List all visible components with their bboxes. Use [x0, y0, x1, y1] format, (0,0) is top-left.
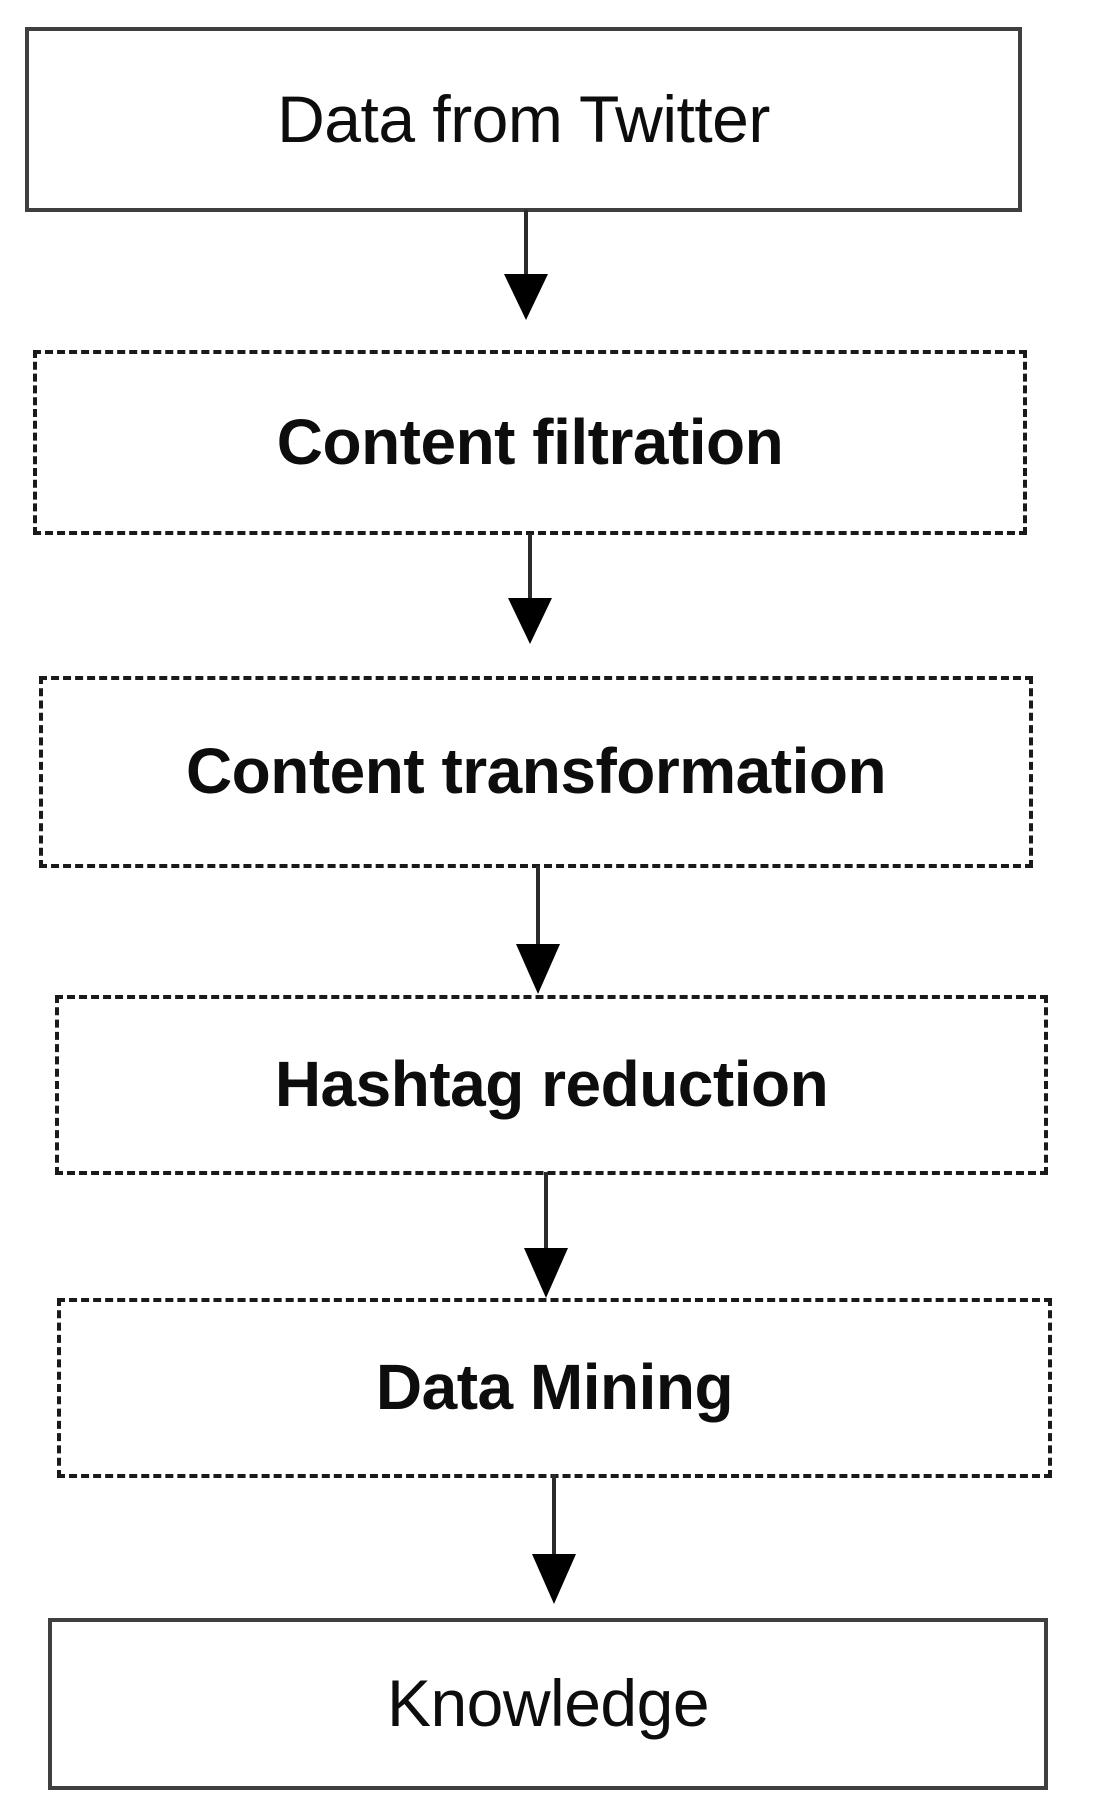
arrowhead-icon: [504, 274, 548, 320]
node-label-data-from-twitter: Data from Twitter: [277, 81, 770, 156]
node-content-transformation: Content transformation: [39, 676, 1033, 868]
arrow-transformation-to-hashtag: [516, 866, 560, 994]
node-label-content-filtration: Content filtration: [276, 405, 784, 478]
arrowhead-icon: [532, 1554, 576, 1604]
arrow-data-to-filtration: [504, 210, 548, 320]
node-hashtag-reduction: Hashtag reduction: [55, 995, 1048, 1175]
arrow-mining-to-knowledge: [532, 1474, 576, 1604]
node-label-data-mining: Data Mining: [375, 1351, 734, 1424]
arrowhead-icon: [508, 598, 552, 644]
node-content-filtration: Content filtration: [33, 350, 1027, 535]
node-data-from-twitter: Data from Twitter: [25, 27, 1022, 212]
node-label-hashtag-reduction: Hashtag reduction: [274, 1048, 829, 1121]
node-label-knowledge: Knowledge: [386, 1666, 710, 1741]
arrowhead-icon: [524, 1248, 568, 1298]
node-data-mining: Data Mining: [57, 1298, 1052, 1478]
arrow-hashtag-to-mining: [524, 1172, 568, 1298]
node-label-content-transformation: Content transformation: [185, 735, 887, 808]
arrow-filtration-to-transformation: [508, 534, 552, 644]
arrowhead-icon: [516, 944, 560, 994]
node-knowledge: Knowledge: [48, 1618, 1048, 1790]
